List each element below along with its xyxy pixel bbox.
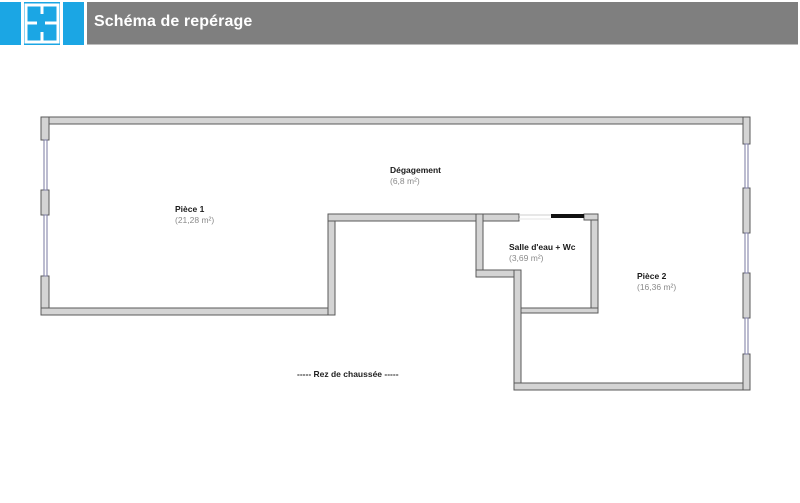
window-right-1 (744, 143, 749, 189)
wall-right-2 (742, 187, 751, 234)
wall-bath-bottom (520, 307, 599, 314)
page-title: Schéma de repérage (94, 13, 253, 30)
wall-top (40, 116, 751, 125)
floorplan-logo-icon (0, 2, 84, 45)
wall-right-3 (742, 272, 751, 319)
room-label-piece2: Pièce 2 (16,36 m²) (637, 271, 676, 293)
door-panel (551, 214, 584, 218)
window-left-2 (43, 214, 48, 277)
window-right-3 (744, 317, 749, 355)
wall-bath-left (475, 213, 484, 278)
wall-notch-vertical (327, 213, 336, 316)
window-right-2 (744, 232, 749, 274)
room-label-piece1: Pièce 1 (21,28 m²) (175, 204, 214, 226)
wall-bottom-piece1 (40, 307, 336, 316)
floorplan-logo (0, 2, 84, 45)
room-area: (3,69 m²) (509, 253, 544, 263)
wall-piece2-left (513, 269, 522, 391)
wall-bath-right (590, 213, 599, 314)
wall-bottom-piece2 (513, 382, 751, 391)
room-label-degagement: Dégagement (6,8 m²) (390, 165, 441, 187)
window-left-1 (43, 139, 48, 191)
header-bar: Schéma de repérage (87, 2, 798, 45)
room-name: Salle d'eau + Wc (509, 242, 576, 252)
room-name: Pièce 2 (637, 271, 667, 281)
room-name: Pièce 1 (175, 204, 205, 214)
room-area: (6,8 m²) (390, 176, 420, 186)
wall-notch-top (327, 213, 520, 222)
room-area: (21,28 m²) (175, 215, 215, 225)
floor-label: ----- Rez de chaussée ----- (297, 369, 399, 379)
room-area: (16,36 m²) (637, 282, 677, 292)
room-name: Dégagement (390, 165, 442, 175)
wall-left-2 (40, 189, 50, 216)
room-label-salle-eau: Salle d'eau + Wc (3,69 m²) (509, 242, 576, 264)
